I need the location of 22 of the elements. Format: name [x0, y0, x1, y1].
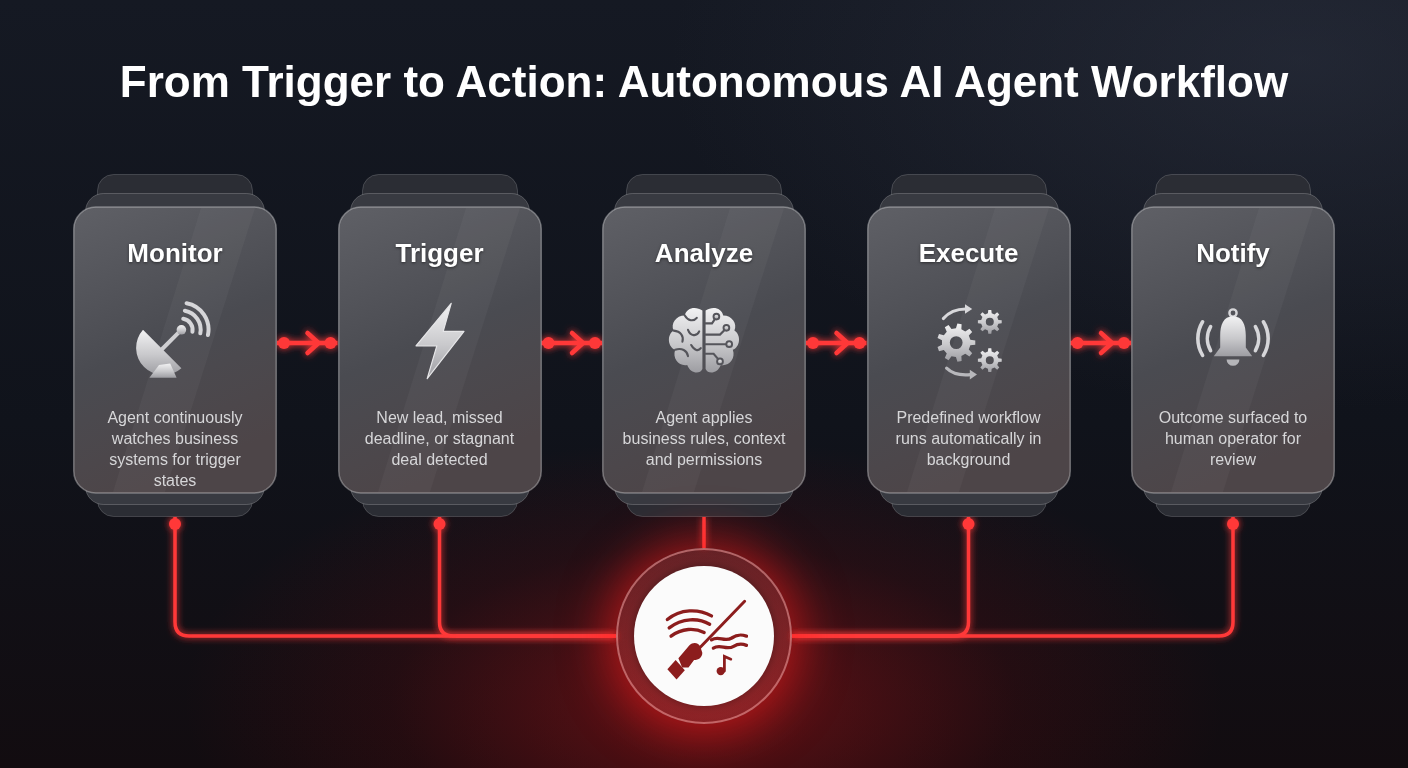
step-description: Predefined workflow runs automatically in background: [894, 408, 1043, 470]
connector-line: [792, 517, 1239, 638]
step-description: New lead, missed deadline, or stagnant deal detected: [363, 408, 516, 470]
step-title: Execute: [918, 238, 1019, 269]
hub-circle: [616, 548, 792, 724]
connector-line: [433, 517, 616, 638]
step-description: Agent applies business rules, context and permissions: [622, 408, 786, 470]
stacked-card: [337, 174, 542, 517]
stacked-card: [866, 174, 1071, 517]
step-description: Outcome surfaced to human operator for review: [1157, 408, 1309, 470]
title: From Trigger to Action: Autonomous AI Agent Workflow: [119, 56, 1289, 108]
stacked-card: [73, 174, 277, 517]
stacked-card: [1131, 174, 1335, 517]
step-title: Trigger: [395, 238, 484, 269]
step-title: Monitor: [127, 238, 223, 269]
arrow: [806, 330, 868, 356]
step-title: Notify: [1196, 238, 1270, 269]
connector-line: [702, 517, 706, 548]
step-description: Agent continuously watches business systems for trigger states: [106, 408, 244, 491]
step-title: Analyze: [654, 238, 754, 269]
arrow: [277, 330, 339, 356]
stacked-card: [602, 174, 806, 517]
